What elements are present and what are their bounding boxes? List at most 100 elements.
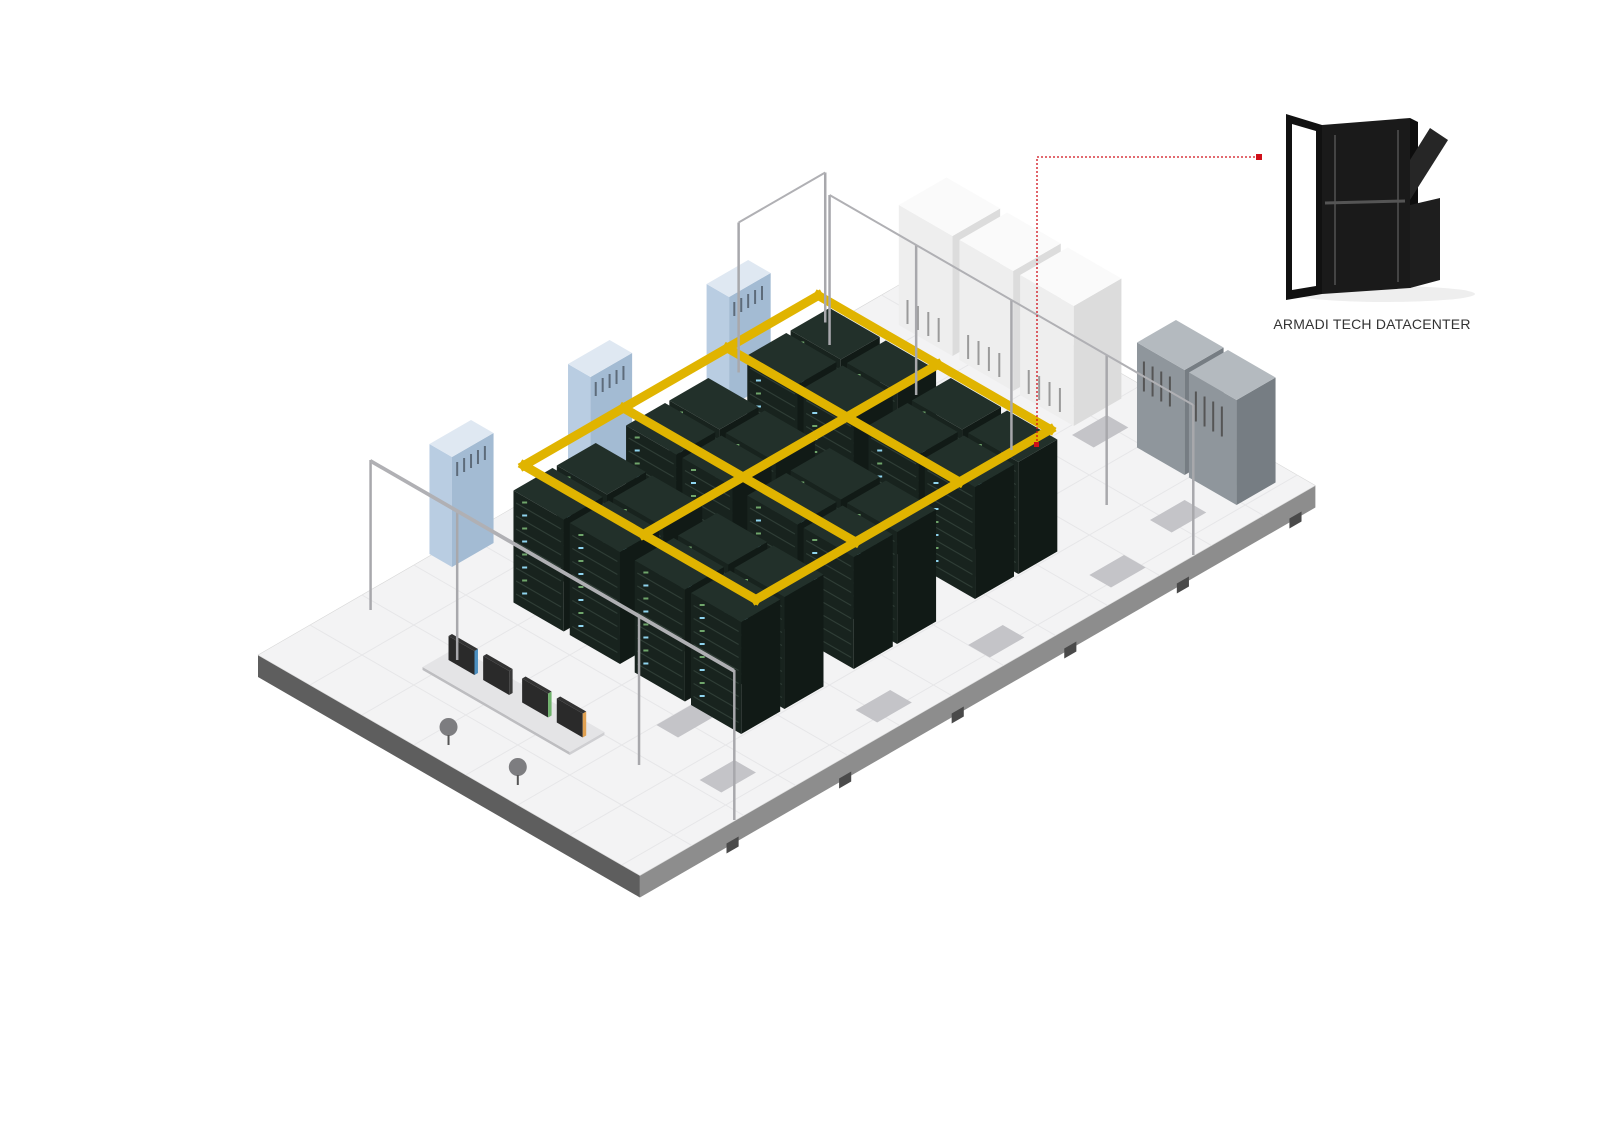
rack-side-panel-lower [1410,198,1440,288]
power-distribution-unit [1188,350,1276,505]
monitor-left-face [556,698,583,738]
server-status-light [933,508,939,510]
server-rack-top-face [790,308,880,360]
monitor-left-face [522,678,549,718]
server-rack-top-face [747,473,837,525]
server-status-light [578,534,584,536]
server-status-light [643,610,649,613]
server-rack-right-face [897,509,937,644]
cable-tray-segment [517,289,825,472]
server-status-light [522,501,528,504]
server-unit-line [515,541,562,569]
floor-vent-tile [855,690,912,723]
floor-tile-line [413,564,797,786]
server-status-light [755,506,761,509]
server-rack-top-face [678,513,768,565]
server-status-light [634,436,640,439]
cooling-unit-left-face [429,444,452,567]
server-rack-top-face [734,545,824,597]
server-unit-line [870,450,917,478]
server-status-light [578,612,584,614]
ups-cabinet-top-face [1020,247,1122,306]
server-unit-line [637,572,683,600]
partition-rail [738,171,826,224]
power-distribution-unit-left-face [1136,342,1185,475]
server-rack-right-face [853,534,893,669]
server-unit-line [749,393,796,421]
monitor-left-face [448,636,475,675]
server-unit-line [693,643,739,672]
server-unit-line [515,567,562,595]
server-rack-right-face [784,574,824,709]
server-rack-left-face [569,523,620,664]
server-status-light [643,571,649,574]
server-unit-line [637,650,683,678]
floor-pedestal [839,771,852,789]
floor-pedestal [951,706,964,724]
server-unit-line [693,682,739,711]
server-status-light [877,449,883,452]
server-unit-line [693,617,739,646]
office-chair [439,718,458,736]
server-status-light [643,623,649,626]
server-unit-line [515,593,562,621]
rack-crossbar [1324,199,1406,205]
floor-pedestal [1289,511,1302,529]
server-unit-line [637,611,683,639]
floor-pedestal [1064,641,1077,659]
server-rack-top-face [513,468,603,520]
server-status-light [643,636,649,639]
callout-anchor-point [1034,442,1039,447]
callout-leader-line [1034,154,1262,447]
server-unit-line [628,450,674,478]
callout-label: ARMADI TECH DATACENTER [1273,316,1471,332]
monitor [483,654,513,695]
server-rack-top-face [747,333,837,385]
floor-tile-line [309,624,693,846]
server-unit-line [749,520,796,548]
server-unit-line [572,599,618,628]
server-rack-top-face [669,378,759,430]
server-status-light [699,669,705,671]
control-desk-top-face [422,647,605,752]
floor-left-side [258,655,640,898]
server-unit-line [515,580,562,608]
server-status-light [522,553,528,556]
control-desk-right-face [569,732,605,755]
server-rack-top-face [691,570,781,622]
server-status-light [812,412,818,414]
server-status-light [522,527,528,530]
server-status-light [699,604,705,606]
server-status-light [699,630,705,632]
server-unit-line [693,630,739,659]
server-status-light [522,592,528,595]
server-rack [691,570,781,734]
callout-end-point [1256,154,1262,160]
cooling-unit-right-face [451,433,494,567]
monitor-top-face [556,696,587,714]
monitor-top-face [483,654,513,671]
server-rack-left-face [513,490,564,632]
server-unit-line [693,604,739,633]
server-status-light [699,643,705,645]
server-rack-left-face [634,560,685,702]
yellow-cable-tray [517,289,1057,606]
server-unit-line [572,573,618,602]
server-rack-top-face [626,403,716,455]
server-unit-line [693,669,739,698]
server-unit-line [693,656,739,685]
server-status-light [699,682,705,684]
monitor-top-face [448,634,478,651]
server-unit-line [572,586,618,615]
server-status-light [578,573,584,575]
server-unit-line [637,637,683,665]
server-rack-right-face [741,599,781,734]
floor-vent-tile [1072,415,1129,448]
floor-vent-tile [968,625,1025,658]
server-status-light [578,560,584,562]
server-status-light [699,617,705,619]
power-distribution-unit-top-face [1188,350,1276,400]
server-status-light [522,566,528,569]
ups-cabinet-top-face [959,212,1061,271]
server-rack-right-face [1018,439,1058,574]
